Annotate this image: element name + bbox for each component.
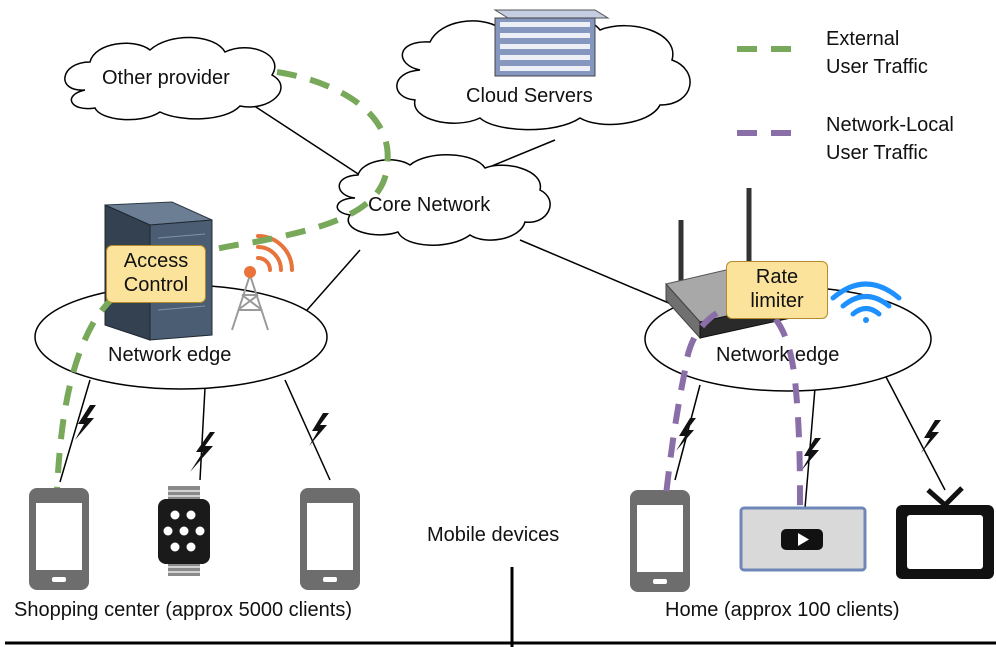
lightning-icon (801, 438, 821, 471)
rate-limiter-line1: Rate (755, 266, 799, 288)
legend-local-line1: Network-Local (826, 114, 954, 136)
lightning-icon (921, 420, 941, 453)
access-control-line2: Control (123, 274, 189, 296)
link-edge-phone2 (284, 379, 331, 481)
legend-external-line1: External (826, 28, 900, 50)
cloud-servers-label: Cloud Servers (466, 85, 593, 107)
rate-limiter-badge: Rate limiter (726, 261, 828, 319)
lightning-icon (75, 405, 96, 440)
shopping-center-label: Shopping center (approx 5000 clients) (14, 599, 352, 621)
access-control-badge: Access Control (106, 245, 206, 303)
right-edge-label: Network edge (716, 344, 840, 366)
rate-limiter-line2: limiter (750, 290, 804, 312)
external-traffic-path (54, 69, 391, 489)
mobile-devices-label: Mobile devices (427, 524, 560, 546)
tablet-icon (739, 506, 867, 572)
other-provider-label: Other provider (102, 67, 230, 89)
tv-icon (896, 486, 994, 579)
link-edge-tv (884, 374, 946, 491)
legend-local-label: Network-Local User Traffic (826, 111, 954, 167)
smartwatch-icon (158, 486, 210, 576)
wifi-icon (830, 281, 902, 323)
legend-local-line2: User Traffic (826, 142, 928, 164)
link-core-left-edge (299, 249, 361, 319)
smartphone-icon (630, 490, 690, 592)
youtube-icon (781, 529, 823, 550)
legend-external-line2: User Traffic (826, 56, 928, 78)
lightning-icon (309, 413, 329, 446)
core-network-cloud (336, 154, 551, 246)
lightning-icon (190, 432, 215, 472)
core-network-label: Core Network (368, 194, 491, 216)
lightning-bolts (75, 405, 941, 472)
other-provider-cloud (64, 36, 282, 121)
access-control-line1: Access (123, 250, 189, 272)
home-label: Home (approx 100 clients) (665, 599, 900, 621)
lightning-icon (676, 418, 696, 451)
smartphone-icon (300, 488, 360, 590)
server-rack-icon (493, 9, 610, 77)
link-edge-phone1 (59, 379, 91, 483)
left-edge-label: Network edge (108, 344, 232, 366)
smartphone-icon (29, 488, 89, 590)
link-edge-watch (199, 387, 206, 481)
legend-external-label: External User Traffic (826, 25, 928, 81)
link-core-right-edge (519, 239, 691, 313)
cell-tower-icon (231, 234, 294, 331)
